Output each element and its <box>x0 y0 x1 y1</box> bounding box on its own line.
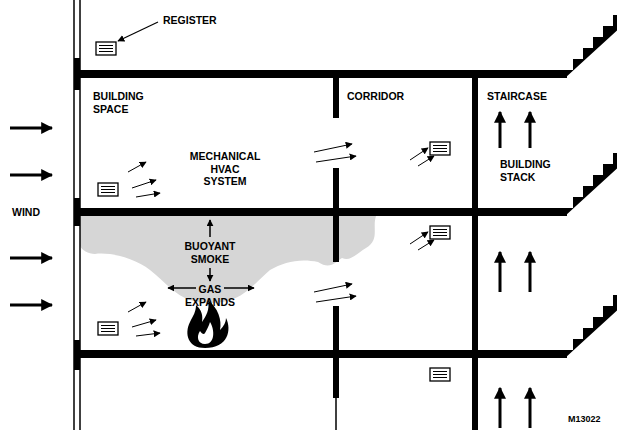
callout-label: REGISTER <box>163 14 217 27</box>
airflow-arrow <box>128 144 434 336</box>
smoke-cloud <box>80 216 376 303</box>
effect-label: BUILDING STACK <box>500 158 551 183</box>
floor-slab <box>74 70 567 358</box>
wind-arrow <box>10 128 52 305</box>
room-label: CORRIDOR <box>347 90 404 103</box>
room-label: STAIRCASE <box>487 90 547 103</box>
leader-line <box>118 22 158 41</box>
smoke-arrow <box>168 220 254 288</box>
figure-number: M13022 <box>568 414 601 425</box>
gas-label: GAS EXPANDS <box>185 283 235 308</box>
wind-label: WIND <box>12 206 40 219</box>
register-grille <box>96 42 450 381</box>
fire-flame-core <box>198 322 213 344</box>
corridor-wall <box>333 78 339 430</box>
smoke-label: BUOYANT SMOKE <box>185 240 236 265</box>
stair-wall <box>472 78 478 430</box>
room-label: BUILDING SPACE <box>93 90 144 115</box>
stair-flight <box>565 15 617 358</box>
system-label: MECHANICAL HVAC SYSTEM <box>190 150 260 188</box>
